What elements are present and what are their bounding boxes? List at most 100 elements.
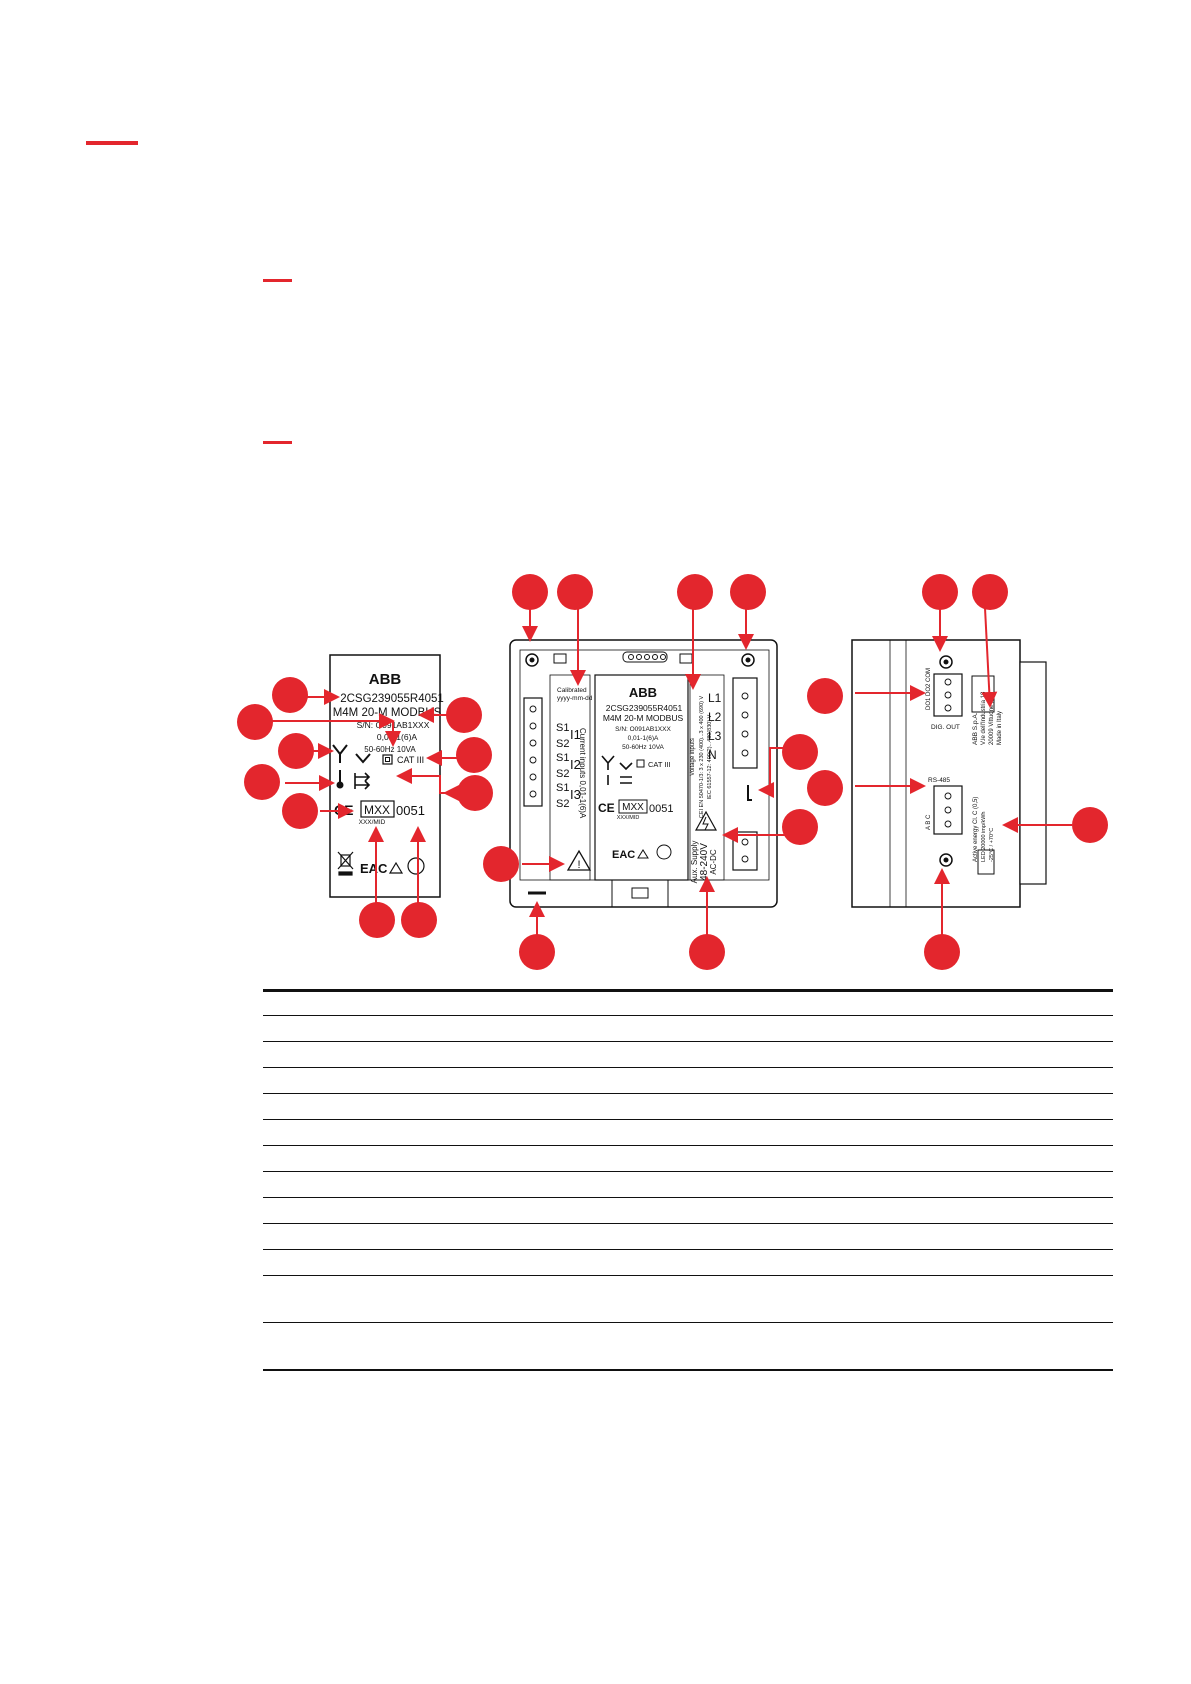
- svg-text:LED 20000 imp/kWh: LED 20000 imp/kWh: [981, 812, 987, 862]
- table-row-divider: [263, 1197, 1113, 1198]
- mid-box: [360, 800, 395, 818]
- svg-text:S1: S1: [556, 782, 569, 794]
- svg-text:ABB: ABB: [629, 685, 657, 700]
- aux-terminal-block: [732, 831, 758, 871]
- svg-text:AC-DC: AC-DC: [709, 849, 718, 875]
- callout-circle: [512, 574, 548, 610]
- callout-circle: [519, 934, 555, 970]
- svg-text:S2: S2: [556, 798, 569, 810]
- callout-circle: [456, 737, 492, 773]
- svg-text:I3: I3: [570, 787, 581, 802]
- svg-text:XXX/MID: XXX/MID: [617, 815, 640, 821]
- svg-text:I2: I2: [570, 757, 581, 772]
- table-row-divider: [263, 1093, 1113, 1094]
- svg-text:Voltage inputs: Voltage inputs: [690, 738, 696, 776]
- top-led-row: [553, 651, 693, 664]
- svg-text:DO1 DO2 COM: DO1 DO2 COM: [926, 668, 932, 710]
- svg-text:0,01-1(6)A: 0,01-1(6)A: [628, 735, 659, 742]
- voltage-terminal-block: [732, 677, 758, 769]
- table-row-divider: [263, 1067, 1113, 1068]
- svg-text:S/N: O091AB1XXX: S/N: O091AB1XXX: [615, 726, 671, 733]
- weee-bin-icon: [337, 851, 354, 876]
- callout-circle: [782, 734, 818, 770]
- callout-circle: [272, 677, 308, 713]
- svg-text:M4M 20-M MODBUS: M4M 20-M MODBUS: [603, 713, 684, 723]
- callout-circle: [689, 934, 725, 970]
- front-calibrated: Calibrated: [557, 687, 587, 694]
- svg-text:S1: S1: [556, 752, 569, 764]
- svg-text:V.le dell'Industria 18: V.le dell'Industria 18: [981, 691, 987, 745]
- torque-icon-top-right: [741, 653, 755, 667]
- label-order-code: 2CSG239055R4051: [340, 693, 444, 705]
- svg-text:S1: S1: [556, 722, 569, 734]
- table-row-divider: [263, 1171, 1113, 1172]
- label-mid-sub: XXX/MID: [359, 819, 386, 826]
- callout-circle: [401, 902, 437, 938]
- svg-text:Aux. Supply: Aux. Supply: [690, 841, 699, 884]
- torque-icon-top-left: [525, 653, 539, 667]
- callout-circle: [730, 574, 766, 610]
- product-label: ABB 2CSG239055R4051 M4M 20-M MODBUS S/N:…: [329, 654, 444, 898]
- svg-text:L3: L3: [708, 729, 722, 743]
- table-row-divider: [263, 1322, 1113, 1323]
- svg-text:N: N: [708, 748, 717, 762]
- section-marker-main: [86, 141, 138, 145]
- callout-circles: [237, 574, 1108, 970]
- callout-circle: [807, 678, 843, 714]
- label-brand: ABB: [369, 671, 402, 688]
- screwdriver-icon-right: [747, 785, 752, 801]
- front-panel: Calibrated yyyy-mm-dd S1 I1 S2 S1 I2 S2 …: [509, 639, 778, 908]
- svg-text:!: !: [577, 859, 580, 871]
- svg-text:2CSG239055R4051: 2CSG239055R4051: [606, 703, 683, 713]
- current-terminal-block: [523, 697, 543, 807]
- table-row-divider: [263, 1275, 1113, 1276]
- svg-text:L1: L1: [708, 691, 722, 705]
- table-top-rule: [263, 989, 1113, 992]
- table-row-divider: [263, 1015, 1113, 1016]
- callout-circle: [359, 902, 395, 938]
- svg-text:IEC 61557-12: 400(2)...480(830: IEC 61557-12: 400(2)...480(830) V: [707, 714, 713, 799]
- svg-text:CE: CE: [598, 801, 615, 815]
- table-row-divider: [263, 1119, 1113, 1120]
- callout-circle: [782, 809, 818, 845]
- callout-circle: [446, 697, 482, 733]
- callout-circle: [972, 574, 1008, 610]
- label-frequency-power: 50-60Hz 10VA: [364, 745, 416, 754]
- double-insulation-icon: [382, 754, 393, 765]
- svg-text:DIG. OUT: DIG. OUT: [931, 724, 960, 731]
- svg-text:20009 Vittuone (MI): 20009 Vittuone (MI): [989, 692, 995, 745]
- svg-text:0051: 0051: [649, 803, 673, 815]
- star-connection-icon: [332, 744, 348, 763]
- callout-circle: [807, 770, 843, 806]
- svg-text:CEI EN 50470-1/3: 3 x 230 (400: CEI EN 50470-1/3: 3 x 230 (400)...3 x 40…: [699, 696, 705, 819]
- warning-triangle-icon: [566, 849, 592, 871]
- svg-text:S2: S2: [556, 738, 569, 750]
- svg-text:S2: S2: [556, 768, 569, 780]
- callout-circle: [924, 934, 960, 970]
- svg-text:-25°C / +70°C: -25°C / +70°C: [989, 828, 995, 862]
- device-figure: ABB 2CSG239055R4051 M4M 20-M MODBUS S/N:…: [237, 574, 1108, 970]
- svg-text:ABB S.p.A.: ABB S.p.A.: [972, 712, 979, 745]
- section-marker-2: [263, 441, 292, 444]
- side-panel: DO1 DO2 COM DIG. OUT RS-485 A B C ABB S.…: [851, 639, 1047, 908]
- svg-text:A B C: A B C: [926, 814, 932, 830]
- torque-icon-side-top: [939, 655, 953, 669]
- callout-circle: [922, 574, 958, 610]
- callout-circle: [677, 574, 713, 610]
- callout-circle: [483, 846, 519, 882]
- label-mid-number: 0051: [396, 803, 425, 818]
- manual-icon: [407, 857, 425, 875]
- svg-text:Made in Italy: Made in Italy: [997, 711, 1003, 745]
- front-calibrated-format: yyyy-mm-dd: [557, 695, 593, 702]
- callout-circle: [1072, 807, 1108, 843]
- table-bottom-rule: [263, 1369, 1113, 1371]
- label-eac: EAC: [360, 861, 388, 876]
- callout-circle: [282, 793, 318, 829]
- svg-text:EAC: EAC: [612, 849, 635, 861]
- rs485-terminal: [933, 785, 963, 835]
- callout-circle: [244, 764, 280, 800]
- delta-connection-icon: [355, 753, 371, 764]
- callout-circle: [278, 733, 314, 769]
- table-row-divider: [263, 1223, 1113, 1224]
- table-row-divider: [263, 1249, 1113, 1250]
